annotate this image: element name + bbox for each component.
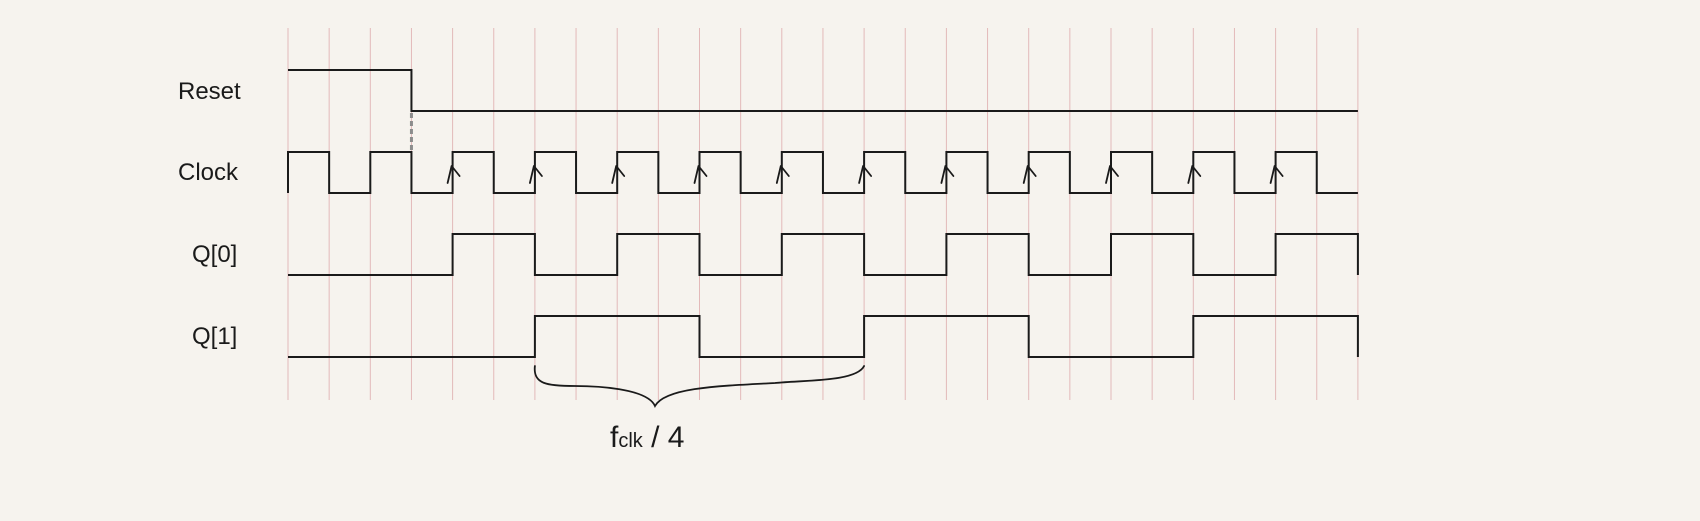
grid-lines [287,28,1359,400]
rising-edge-arrow-icon [775,165,790,184]
annotation-suffix: / 4 [643,421,685,454]
rising-edge-arrow-icon [446,165,461,184]
rising-edge-arrow-icon [858,165,872,184]
rising-edge-arrow-icon [1105,165,1119,184]
q0-waveform [288,233,1359,276]
clock-waveform [287,151,1358,194]
reset-label: Reset [178,78,241,105]
rising-edge-arrow-icon [611,165,626,184]
rising-edge-arrow-icon [1269,165,1284,184]
rising-edge-arrow-icon [529,165,543,184]
rising-edge-arrow-icon [1187,165,1202,184]
q1-label: Q[1] [192,323,237,350]
rising-edge-arrow-icon [693,165,708,184]
q0-label: Q[0] [192,241,237,268]
q1-waveform [288,315,1359,358]
annotation-base: f [610,421,619,454]
rising-edge-arrow-icon [940,165,955,184]
period-brace [533,365,865,409]
rising-edge-arrow-icon [1022,165,1037,184]
annotation-subscript: clk [618,430,643,452]
frequency-annotation: fclk / 4 [610,421,685,454]
reset-waveform [288,69,1358,112]
rising-edge-markers [446,165,1284,184]
clock-label: Clock [178,159,239,186]
